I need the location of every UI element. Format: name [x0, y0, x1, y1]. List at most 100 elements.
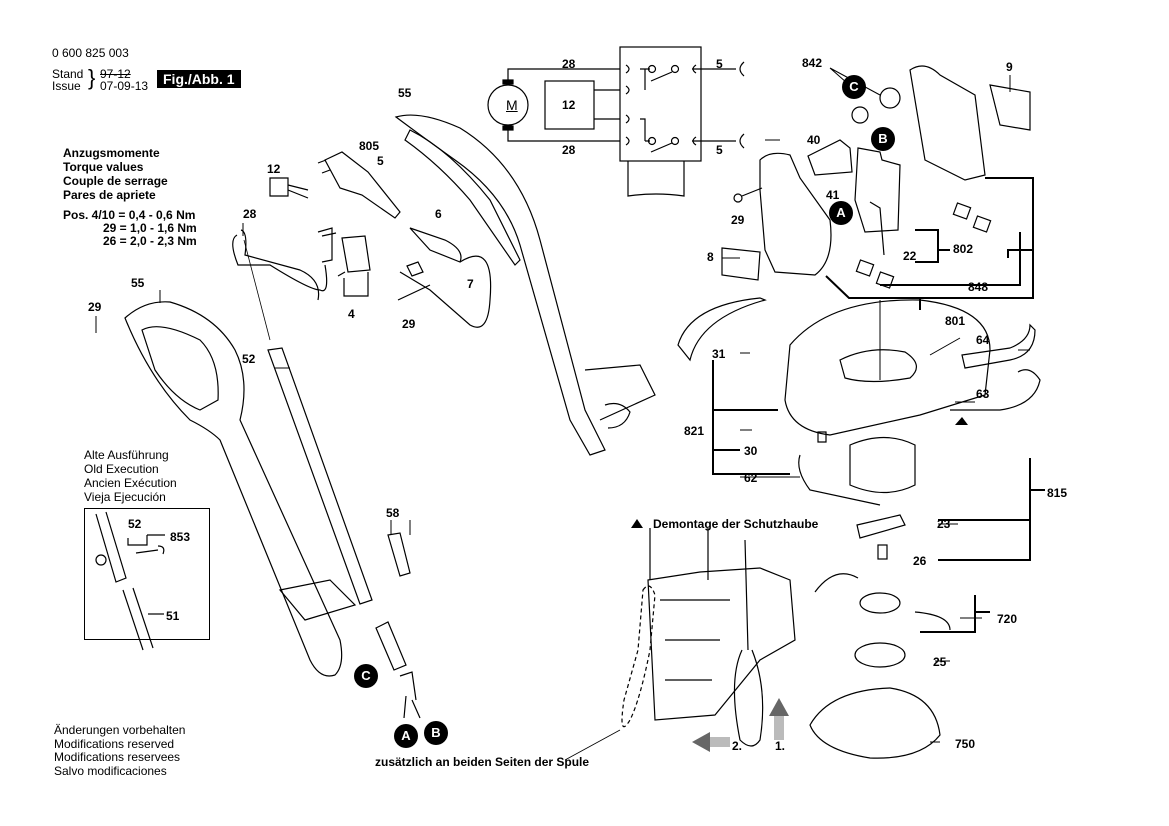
part-label-52: 52: [242, 352, 256, 366]
old-date: 97-12: [100, 67, 131, 81]
part-label-6: 6: [435, 207, 442, 221]
part-label-821: 821: [684, 424, 705, 438]
part-label-28: 28: [243, 207, 257, 221]
step-1: 1.: [775, 739, 786, 753]
tube-52: [267, 347, 373, 605]
old-execution-box: [84, 508, 210, 640]
part-label-29-motor: 29: [731, 213, 745, 227]
part-label-750: 750: [955, 737, 976, 751]
motor-assembly: [721, 65, 1031, 289]
part-23: [856, 514, 906, 539]
triangle-icon-guard: [955, 417, 968, 425]
part-label-25: 25: [933, 655, 947, 669]
guard-assembly: [677, 297, 1041, 759]
suppressor-label: 12: [562, 98, 576, 112]
part-label-805: 805: [359, 139, 380, 153]
motor-symbol: [487, 84, 529, 126]
arrow-left-icon: [692, 732, 730, 752]
wiring-diagram: [487, 46, 745, 197]
part-label-31: 31: [712, 347, 726, 361]
capacitor: [269, 177, 289, 197]
part-label-720: 720: [997, 612, 1018, 626]
footer-note-es: Salvo modificaciones: [54, 763, 167, 778]
stand-label: Stand: [52, 67, 84, 81]
badge-a-motor: A: [829, 201, 853, 225]
torque-title-en: Torque values: [63, 160, 144, 174]
old-part-52: 52: [128, 517, 142, 531]
old-execution-es: Vieja Ejecución: [84, 490, 166, 504]
part-label-23: 23: [937, 517, 951, 531]
part-label-848: 848: [968, 280, 989, 294]
badge-b-motor: B: [871, 127, 895, 151]
guard: [784, 299, 991, 436]
part-label-30: 30: [744, 444, 758, 458]
lower-handle: [124, 301, 421, 719]
part-label-842: 842: [802, 56, 823, 70]
label-8: [721, 247, 761, 281]
part-label-12: 12: [267, 162, 281, 176]
issue-label: Issue: [52, 79, 81, 93]
torque-block: Anzugsmomente Torque values Couple de se…: [63, 146, 168, 202]
torque-title-de: Anzugsmomente: [63, 146, 160, 160]
part-label-26: 26: [913, 554, 927, 568]
part-label-9: 9: [1006, 60, 1013, 74]
label-9: [989, 84, 1031, 131]
torque-title-fr: Couple de serrage: [63, 174, 168, 188]
wire-label-28-bottom: 28: [562, 143, 576, 157]
arrow-up-icon: [769, 698, 789, 740]
spool-note: zusätzlich an beiden Seiten der Spule: [375, 755, 590, 769]
part-label-4: 4: [348, 307, 355, 321]
motor-label: M: [506, 97, 518, 113]
part-label-22: 22: [903, 249, 917, 263]
cover-750: [809, 687, 941, 759]
dismantle-illustration: [564, 528, 796, 761]
old-execution-fr: Ancien Exécution: [84, 476, 177, 490]
part-label-55-lower: 55: [131, 276, 145, 290]
spool-housing-25: [854, 642, 906, 668]
triangle-icon: [631, 519, 643, 528]
torque-title-es: Pares de apriete: [63, 188, 156, 202]
torque-value-29: 29 = 1,0 - 1,6 Nm: [103, 221, 197, 235]
issue-date: 07-09-13: [100, 79, 149, 93]
part-30: [817, 431, 827, 443]
wire-label-28-top: 28: [562, 57, 576, 71]
figure-label: Fig./Abb. 1: [157, 70, 241, 88]
footer-note-en: Modifications reserved: [54, 736, 175, 751]
badge-b-wire: B: [424, 721, 448, 745]
torque-value-26: 26 = 2,0 - 2,3 Nm: [103, 234, 197, 248]
part-26: [877, 544, 888, 560]
part-label-64: 64: [976, 333, 990, 347]
part-label-63: 63: [976, 387, 990, 401]
part-label-41: 41: [826, 188, 840, 202]
part-label-40: 40: [807, 133, 821, 147]
old-execution-de: Alte Ausführung: [84, 448, 169, 462]
footer-note-fr: Modifications reservees: [54, 750, 181, 764]
spool: [859, 592, 901, 614]
part-label-802: 802: [953, 242, 974, 256]
plug-and-cable: [232, 151, 492, 328]
part-64: [961, 323, 1036, 369]
old-execution-drawing: [95, 511, 165, 651]
footer-notes: Änderungen vorbehalten Modifications res…: [54, 723, 185, 778]
old-execution-en: Old Execution: [84, 462, 159, 476]
suppressor-box: [544, 80, 595, 130]
housing-rear: [909, 65, 986, 181]
badge-a-wire: A: [394, 724, 418, 748]
housing-cover: [759, 152, 832, 276]
part-label-5: 5: [377, 154, 384, 168]
switch-40: [807, 139, 853, 176]
badge-c-motor: C: [842, 75, 866, 99]
part-label-62: 62: [744, 471, 758, 485]
part-label-801: 801: [945, 314, 966, 328]
motor: [854, 147, 901, 233]
tube-lower: [375, 621, 407, 671]
upper-handle: [394, 114, 656, 456]
part-label-29-handle: 29: [88, 300, 102, 314]
leader-lines: [722, 67, 1030, 743]
old-execution-titles: Alte Ausführung Old Execution Ancien Exé…: [84, 448, 177, 504]
dismantle-title: Demontage der Schutzhaube: [653, 517, 819, 531]
torque-value-4-10: Pos. 4/10 = 0,4 - 0,6 Nm: [63, 208, 196, 222]
bracket-lines: [712, 177, 1045, 633]
spool-cover: [849, 436, 916, 494]
old-part-853: 853: [170, 530, 191, 544]
